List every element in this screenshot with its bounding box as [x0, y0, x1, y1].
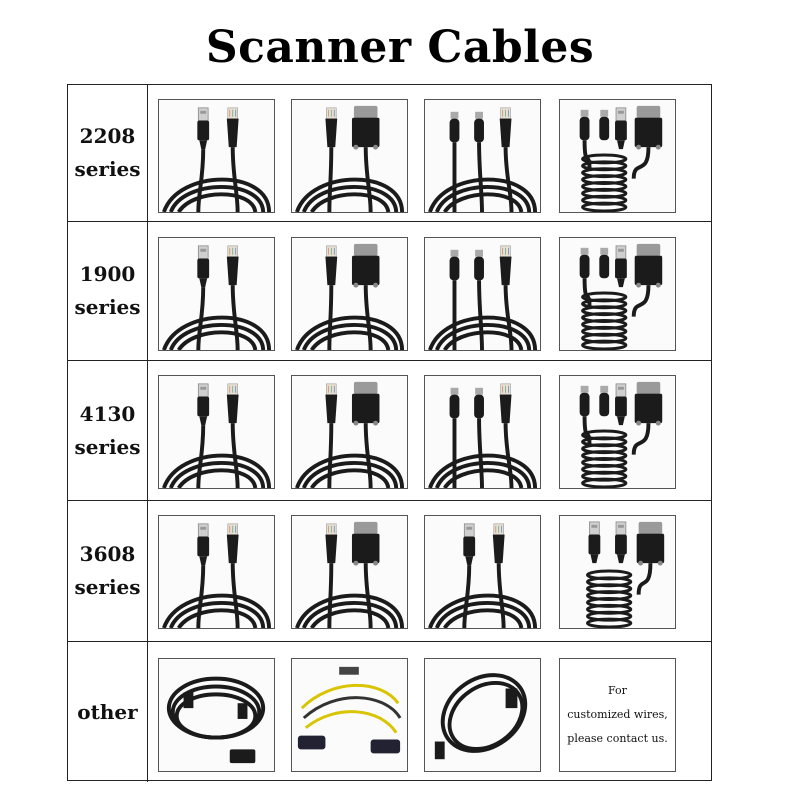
cable-photo-rj45-db9: [291, 237, 408, 351]
cable-photo-usb-rj45: [158, 99, 275, 213]
cable-illustration: [428, 245, 538, 350]
page-title: Scanner Cables: [205, 22, 595, 73]
series-word: series: [74, 575, 141, 599]
cable-illustration: [586, 521, 665, 628]
series-number: 1900: [79, 262, 136, 286]
table-row-4130: 4130 series: [68, 361, 711, 501]
cable-photo-usb-coil: [424, 658, 541, 772]
series-word: series: [74, 157, 141, 181]
cable-illustration: [579, 105, 663, 212]
series-number: 2208: [79, 124, 136, 148]
cable-photo-coiled: [559, 515, 676, 629]
cable-photo-coiled: [559, 375, 676, 489]
cable-photo-coiled: [559, 99, 676, 213]
series-number: other: [77, 699, 138, 724]
cable-illustration: [579, 243, 663, 350]
cable-illustration: [579, 381, 663, 488]
table-row-3608: 3608 series: [68, 501, 711, 642]
cable-photo-usb-rj45-alt: [424, 515, 541, 629]
cable-photo-rj45-db9: [291, 375, 408, 489]
series-word: series: [74, 434, 141, 459]
cable-photo-coiled: [559, 237, 676, 351]
cable-photo-usb-rj45: [158, 515, 275, 629]
row-label: 2208 series: [68, 85, 148, 221]
cable-photo-usb-rj45: [158, 375, 275, 489]
cable-photo-ps2-rj45: [424, 99, 541, 213]
cable-illustration: [295, 243, 405, 350]
cable-illustration: [162, 523, 272, 628]
cable-table: 2208 series: [67, 84, 712, 782]
cable-illustration: [428, 107, 538, 212]
cable-photo-round-coil: [158, 658, 275, 772]
note-line-1: For: [608, 684, 627, 697]
cable-illustration: [162, 383, 272, 488]
series-word: series: [74, 295, 141, 319]
row-label: 3608 series: [68, 501, 148, 641]
cable-illustration: [297, 666, 402, 754]
cable-photo-rj45-db9: [291, 515, 408, 629]
cable-photo-yellow-dual-db9: [291, 658, 408, 772]
cable-illustration: [295, 105, 405, 212]
row-label: 1900 series: [68, 222, 148, 360]
table-row-other: other For customized wires, please conta…: [68, 642, 711, 782]
cable-photo-ps2-rj45: [424, 375, 541, 489]
note-line-3: please contact us.: [567, 732, 668, 745]
cable-illustration: [428, 383, 538, 488]
cable-illustration: [162, 107, 272, 212]
row-label: 4130 series: [68, 361, 148, 500]
cable-illustration: [166, 676, 266, 764]
cable-illustration: [434, 673, 528, 760]
series-number: 4130: [79, 401, 136, 426]
cable-photo-usb-rj45: [158, 237, 275, 351]
note-line-2: customized wires,: [567, 708, 668, 721]
cable-illustration: [295, 381, 405, 488]
cable-illustration: [162, 245, 272, 350]
table-row-1900: 1900 series: [68, 222, 711, 361]
table-row-2208: 2208 series: [68, 85, 711, 222]
row-label: other: [68, 642, 148, 782]
cable-illustration: [428, 523, 538, 628]
cable-illustration: [295, 521, 405, 628]
custom-wires-note: For customized wires, please contact us.: [559, 658, 676, 772]
cable-photo-ps2-rj45: [424, 237, 541, 351]
cable-photo-rj45-db9: [291, 99, 408, 213]
series-number: 3608: [79, 542, 136, 566]
